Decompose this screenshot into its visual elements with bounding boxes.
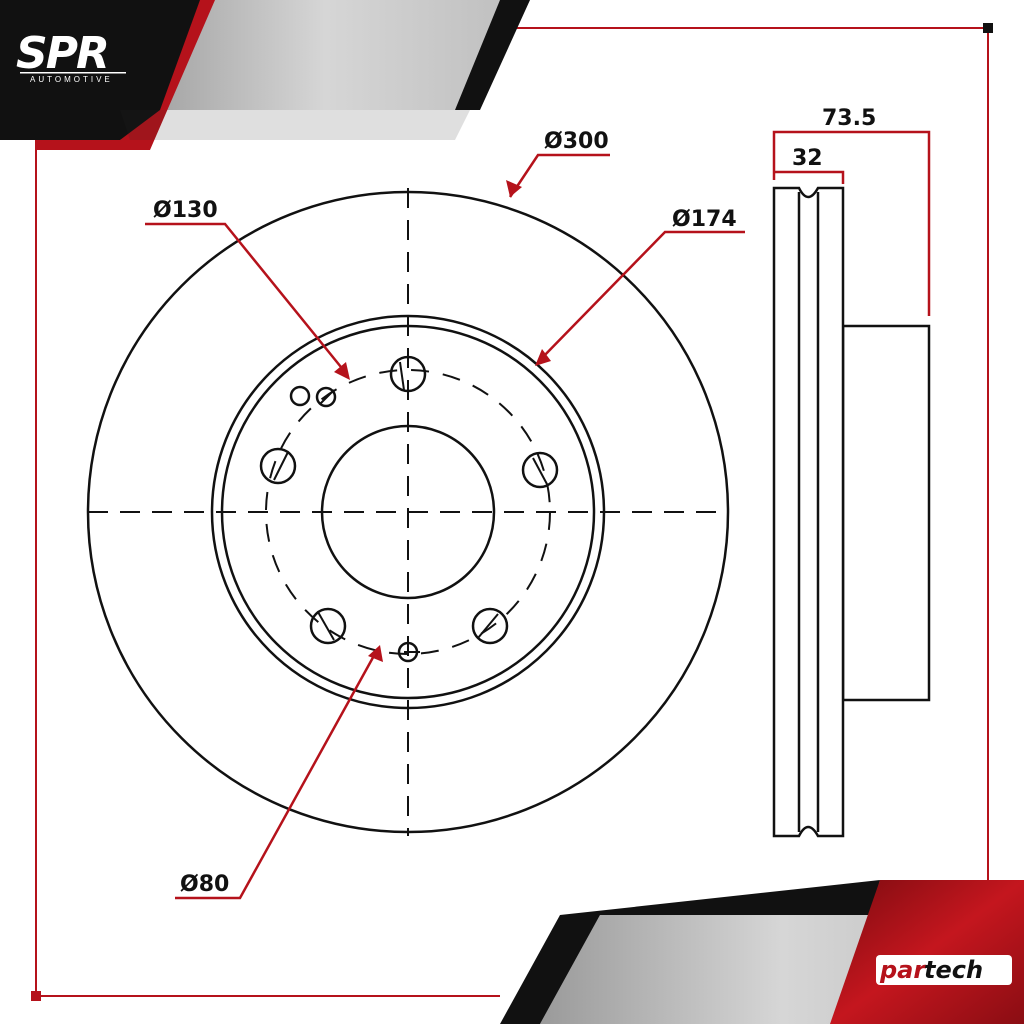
- center-lines: [88, 188, 728, 836]
- locator-hole: [289, 385, 311, 407]
- top-banner: [0, 0, 530, 150]
- spr-tagline: AUTOMOTIVE: [30, 75, 113, 84]
- bolt-hole: [521, 451, 559, 489]
- partech-logo-part2: tech: [924, 956, 983, 984]
- hat-diameter-label: Ø174: [672, 207, 737, 232]
- disc-side-view: [772, 186, 931, 838]
- total-height-label: 73.5: [822, 106, 876, 131]
- bolt-hole: [259, 447, 297, 485]
- side-dimension-lines: [772, 130, 931, 316]
- bolt-hole: [471, 607, 509, 645]
- thickness-label: 32: [792, 146, 823, 171]
- frame-corner-bottom-left: [31, 991, 41, 1001]
- partech-logo: par tech: [876, 955, 1012, 985]
- outer-diameter-label: Ø300: [544, 129, 609, 154]
- spr-logo: SPR AUTOMOTIVE: [16, 28, 126, 84]
- friction-ring-profile: [772, 186, 845, 838]
- hat-profile: [841, 324, 931, 702]
- frame-corner-top-right: [983, 23, 993, 33]
- leader-lines: [145, 153, 745, 900]
- locator-hole: [315, 386, 337, 408]
- bolt-hole: [309, 607, 347, 645]
- leader-arrowheads: [334, 180, 551, 662]
- bottom-banner: [500, 880, 1024, 1024]
- center-bore-label: Ø80: [180, 872, 229, 897]
- spr-logo-text: SPR: [16, 28, 108, 79]
- partech-logo-part1: par: [879, 956, 927, 984]
- frame-border: [35, 27, 989, 997]
- hole-tick-marks: [273, 361, 549, 653]
- bolt-circle-label: Ø130: [153, 198, 218, 223]
